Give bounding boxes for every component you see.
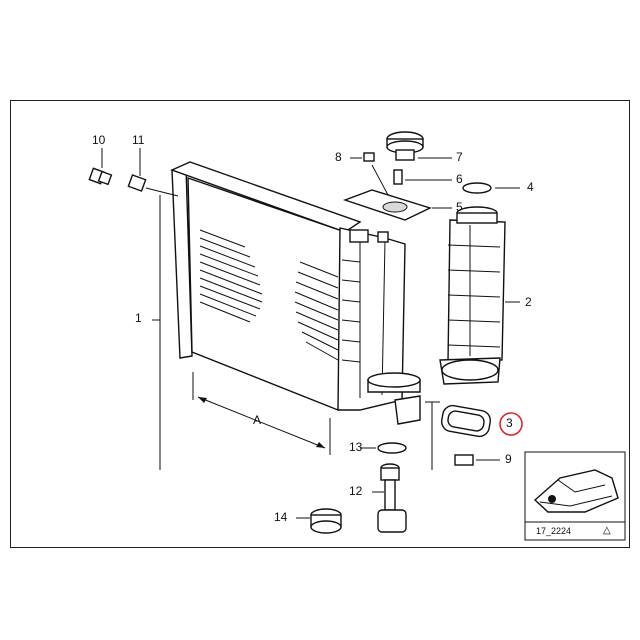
radiator-drain-boss	[394, 395, 421, 425]
callout-10: 10	[92, 133, 106, 147]
callout-3-highlight	[499, 412, 523, 436]
tank-ribs	[341, 259, 361, 363]
seal-13	[377, 442, 407, 454]
dimension-a	[192, 372, 331, 455]
nut-14	[310, 508, 342, 534]
callout-1: 1	[135, 311, 142, 325]
callout-8: 8	[335, 150, 342, 164]
callout-11: 11	[132, 133, 145, 147]
car-location-thumbnail	[524, 451, 626, 541]
drain-plug-9	[454, 454, 474, 466]
diagram-frame	[10, 100, 630, 548]
callout-3: 3	[506, 416, 513, 430]
reference-code: 17_2224	[536, 526, 572, 536]
screw-6	[393, 169, 403, 185]
triangle-icon: △	[603, 525, 611, 536]
callout-9: 9	[505, 452, 512, 466]
bolt-8	[363, 152, 375, 162]
radiator-lower-outlet-rim	[367, 372, 421, 388]
callout-2: 2	[525, 295, 532, 309]
sensor-12	[377, 463, 407, 533]
expansion-tank-body	[447, 219, 506, 363]
cap-7	[386, 131, 424, 161]
callout-12: 12	[349, 484, 363, 498]
callout-14: 14	[274, 510, 288, 524]
expansion-tank	[439, 206, 506, 385]
dimension-label: A	[253, 413, 262, 427]
radiator-fins	[199, 229, 339, 361]
callout-5: 5	[456, 200, 463, 214]
callout-13: 13	[349, 440, 363, 454]
callout-4: 4	[527, 180, 534, 194]
plug-11	[127, 174, 147, 192]
radiator-upper-neck	[349, 229, 369, 243]
callout-6: 6	[456, 172, 463, 186]
radiator-vent-neck	[377, 231, 389, 243]
o-ring-4	[462, 182, 492, 194]
sensor-10	[88, 167, 113, 186]
callout-7: 7	[456, 150, 463, 164]
radiator	[170, 161, 421, 425]
radiator-top-rail	[170, 161, 362, 233]
